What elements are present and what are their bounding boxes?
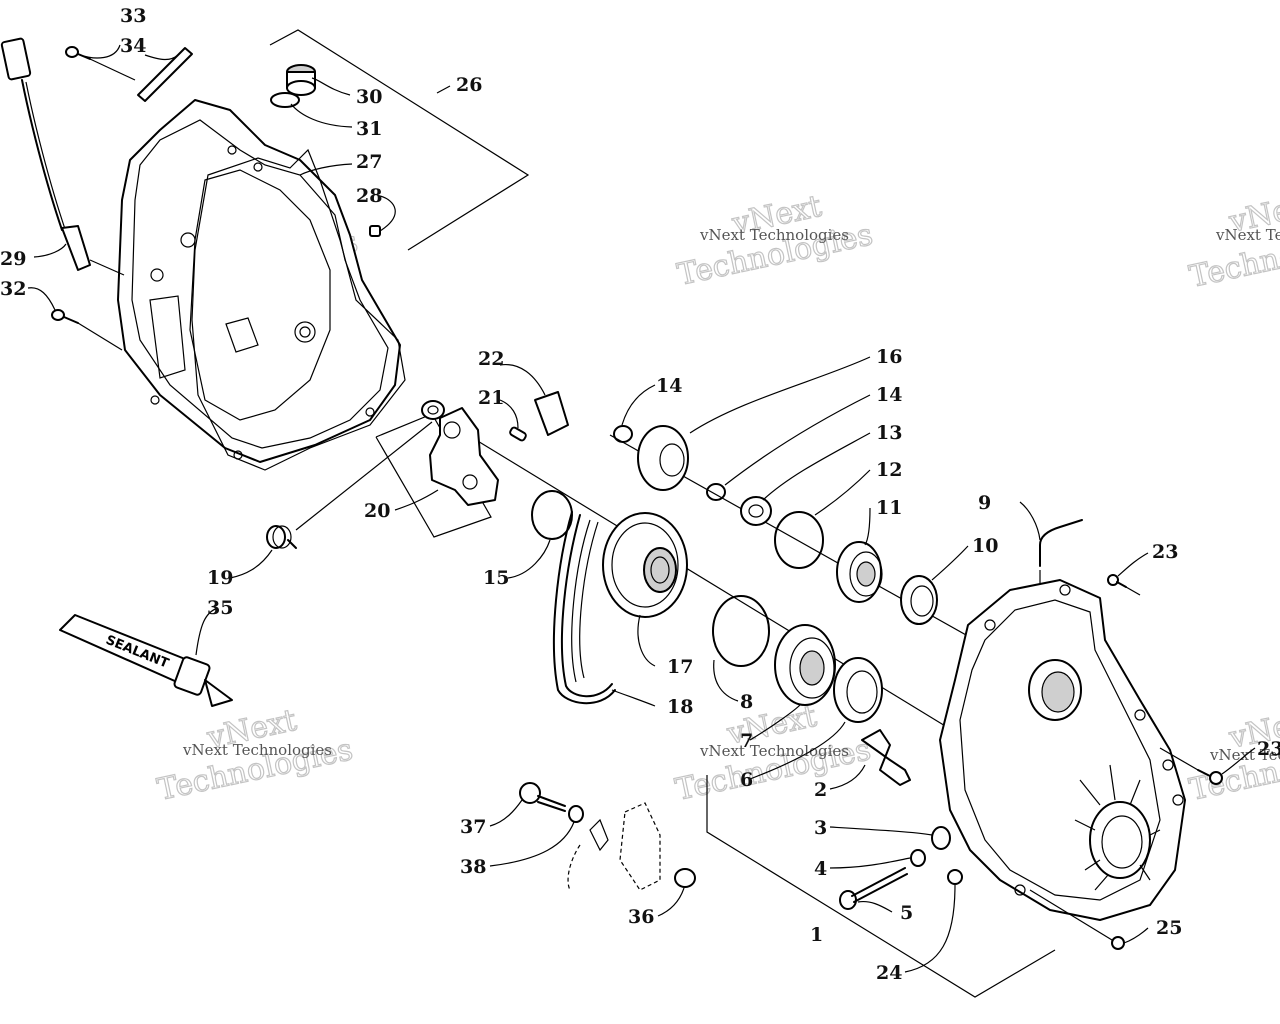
callout-36: 36 xyxy=(628,906,654,928)
washer-20 xyxy=(421,400,445,420)
callout-27: 27 xyxy=(356,151,382,173)
callout-12: 12 xyxy=(876,459,902,481)
bracket-2 xyxy=(861,729,911,786)
callout-1: 1 xyxy=(810,924,823,946)
callout-33: 33 xyxy=(120,5,146,27)
spacer-3 xyxy=(931,826,951,850)
bolt-37 xyxy=(519,782,566,812)
callout-23-top: 23 xyxy=(1152,541,1178,563)
o-ring-8 xyxy=(712,595,770,667)
bearing-11 xyxy=(836,541,883,603)
callout-5: 5 xyxy=(900,902,913,924)
o-ring-31 xyxy=(270,92,300,108)
callout-4: 4 xyxy=(814,858,827,880)
callout-2: 2 xyxy=(814,779,827,801)
screw-23-b xyxy=(1159,747,1223,785)
callout-19: 19 xyxy=(207,567,233,589)
callout-28: 28 xyxy=(356,185,382,207)
washer-24 xyxy=(947,869,963,885)
snap-ring-14-b xyxy=(706,483,726,501)
screw-23-a xyxy=(1107,574,1141,596)
group-bracket-26 xyxy=(269,29,530,251)
washer-13 xyxy=(740,496,772,526)
callout-3: 3 xyxy=(814,817,827,839)
callout-13: 13 xyxy=(876,422,902,444)
watermark-text: vNext Technologies xyxy=(699,226,849,244)
lock-washer-38 xyxy=(568,805,584,823)
nut-4 xyxy=(910,849,926,867)
chaincase-cover xyxy=(117,99,401,463)
callout-17: 17 xyxy=(667,656,693,678)
callout-37: 37 xyxy=(460,816,486,838)
callout-30: 30 xyxy=(356,86,382,108)
screw-33 xyxy=(65,46,136,81)
group-bracket-20 xyxy=(375,413,492,538)
callout-14: 14 xyxy=(876,384,902,406)
spring-19 xyxy=(266,421,433,549)
callout-15: 15 xyxy=(483,567,509,589)
callout-18: 18 xyxy=(667,696,693,718)
sealant-tube-35: SEALANT xyxy=(59,614,233,707)
callout-32: 32 xyxy=(0,278,26,300)
sprocket-17 xyxy=(602,512,688,618)
tensioner-arm-20 xyxy=(429,407,499,506)
bolt-5 xyxy=(839,867,908,910)
seal-6 xyxy=(833,657,883,723)
filler-plug-30 xyxy=(286,64,316,96)
watermark-text: vNext Technologies xyxy=(1215,226,1280,244)
chaincase-housing-1 xyxy=(939,579,1186,921)
watermark-text: vNext Technologies xyxy=(182,741,332,759)
callout-6: 6 xyxy=(740,769,753,791)
cover-gasket xyxy=(191,148,406,471)
snap-ring-14-a xyxy=(613,425,633,443)
gasket-strip-34 xyxy=(137,47,193,102)
drive-chain-18 xyxy=(552,511,616,705)
callout-38: 38 xyxy=(460,856,486,878)
sensor-bracket-36 xyxy=(567,802,696,891)
sensor-cable-29 xyxy=(0,37,125,276)
callout-14-top: 14 xyxy=(656,375,682,397)
callout-31: 31 xyxy=(356,118,382,140)
pin-21 xyxy=(509,426,527,442)
callout-10: 10 xyxy=(972,535,998,557)
gear-16 xyxy=(637,425,689,491)
callout-34: 34 xyxy=(120,35,146,57)
callout-9: 9 xyxy=(978,492,991,514)
bearing-7 xyxy=(774,624,836,706)
callout-20: 20 xyxy=(364,500,390,522)
seal-10 xyxy=(900,575,938,625)
callout-8: 8 xyxy=(740,691,753,713)
callout-7: 7 xyxy=(740,730,753,752)
callout-26: 26 xyxy=(456,74,482,96)
callout-23-right: 23 xyxy=(1257,738,1280,760)
callout-16: 16 xyxy=(876,346,902,368)
cap-screw-28 xyxy=(369,225,381,237)
o-ring-12 xyxy=(774,511,824,569)
group-bracket-1 xyxy=(706,775,1056,998)
callout-labels: 33 34 30 26 31 27 28 29 32 22 21 20 19 3… xyxy=(0,5,1280,984)
watermark-text: vNext Technologies xyxy=(1209,746,1280,764)
callout-11: 11 xyxy=(876,497,902,519)
screw-32 xyxy=(51,309,123,351)
callout-21: 21 xyxy=(478,387,504,409)
callout-29: 29 xyxy=(0,248,26,270)
tensioner-pad-22 xyxy=(534,391,569,436)
callout-35: 35 xyxy=(207,597,233,619)
callout-22: 22 xyxy=(478,348,504,370)
o-ring-15 xyxy=(531,490,573,540)
callout-25: 25 xyxy=(1156,917,1182,939)
callout-leaders xyxy=(27,44,1256,973)
watermark-text: vNext Technologies xyxy=(699,742,849,760)
callout-24: 24 xyxy=(876,962,902,984)
